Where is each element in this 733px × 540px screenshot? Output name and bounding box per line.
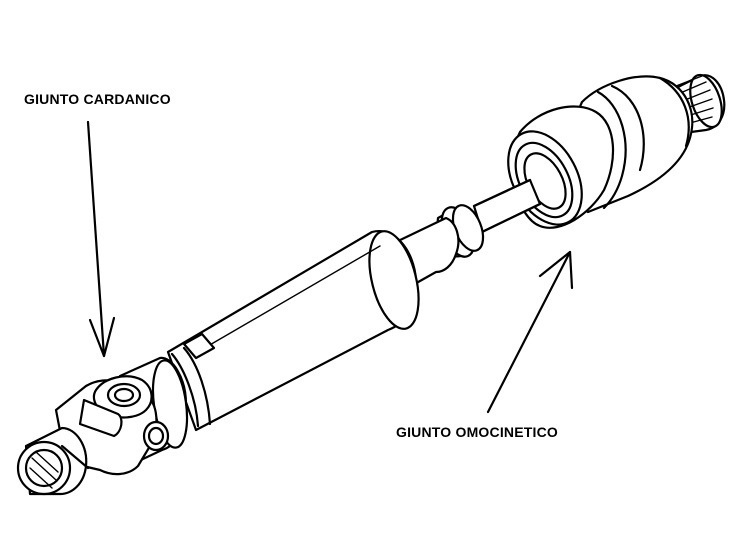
- arrow-cv: [486, 250, 574, 414]
- cv-joint-label: GIUNTO OMOCINETICO: [396, 424, 559, 440]
- cardan-joint-label: GIUNTO CARDANICO: [24, 91, 171, 107]
- main-tube: [166, 229, 420, 432]
- tube-marker: [182, 332, 216, 360]
- thin-shaft: [472, 178, 542, 234]
- arrow-cardan: [86, 120, 116, 358]
- left-end-socket: [16, 426, 90, 496]
